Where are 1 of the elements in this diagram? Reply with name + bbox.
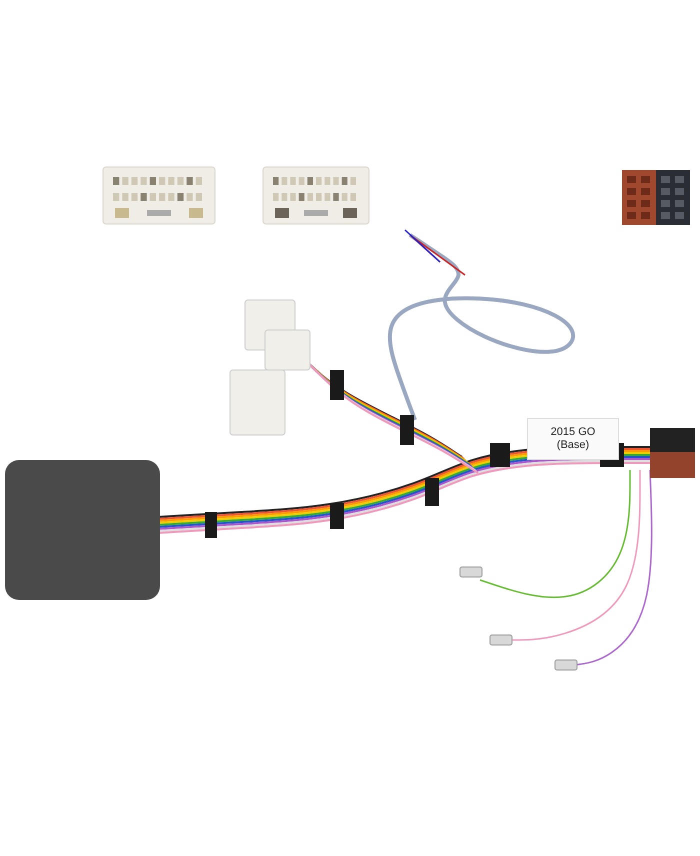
tag-text: 2015 GO (Base) [550, 426, 596, 452]
